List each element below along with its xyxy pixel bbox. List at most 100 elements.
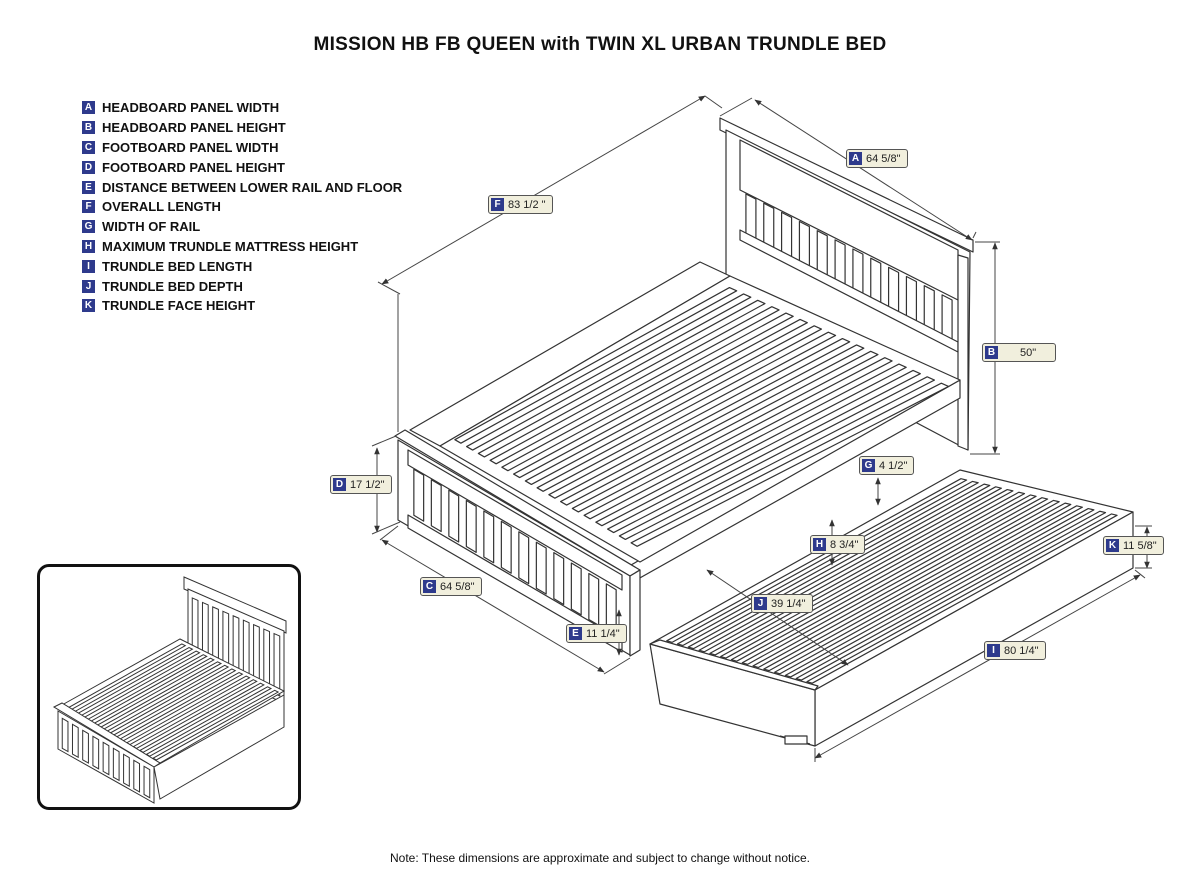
headboard-slat xyxy=(905,275,918,323)
mattress-slat xyxy=(618,376,936,541)
legend-label: HEADBOARD PANEL WIDTH xyxy=(102,100,280,116)
legend-item-a: A HEADBOARD PANEL WIDTH xyxy=(82,98,402,118)
callout-value: 50" xyxy=(1020,346,1037,359)
legend-label: OVERALL LENGTH xyxy=(102,199,221,215)
headboard-slat xyxy=(798,220,811,268)
footboard-slat xyxy=(413,468,425,522)
callout-value: 83 1/2 " xyxy=(508,198,546,211)
footboard-slat xyxy=(553,552,565,606)
footboard-slat xyxy=(465,499,477,553)
legend-item-d: D FOOTBOARD PANEL HEIGHT xyxy=(82,157,402,177)
inset-preview xyxy=(37,564,301,810)
legend-label: TRUNDLE BED LENGTH xyxy=(102,258,253,274)
legend-label: WIDTH OF RAIL xyxy=(102,219,201,235)
mattress-slat xyxy=(501,312,794,472)
footboard-slat xyxy=(483,510,495,564)
mattress-slat xyxy=(583,357,893,520)
headboard-slat xyxy=(852,248,864,295)
callout-value: 39 1/4" xyxy=(771,597,806,610)
headboard-slat xyxy=(834,239,846,286)
callout-e: E 11 1/4" xyxy=(566,624,627,643)
headboard-slat xyxy=(780,211,793,259)
callout-key: B xyxy=(985,346,998,359)
inset-headboard-slat xyxy=(273,632,281,697)
footboard-slat xyxy=(535,541,547,595)
legend-key: C xyxy=(82,140,95,154)
callout-a: A 64 5/8" xyxy=(846,149,908,168)
callout-value: 11 1/4" xyxy=(586,627,620,640)
legend-label: HEADBOARD PANEL HEIGHT xyxy=(102,120,286,136)
mattress-slat xyxy=(571,350,879,513)
inset-footboard-slat xyxy=(112,747,120,782)
inset-mattress-slats xyxy=(66,643,280,761)
footboard-slat xyxy=(588,572,600,626)
legend-label: FOOTBOARD PANEL HEIGHT xyxy=(102,159,285,175)
inset-footboard-slat xyxy=(71,723,79,759)
headboard-slat xyxy=(870,257,882,304)
legend-key: F xyxy=(82,200,95,214)
callout-key: D xyxy=(333,478,346,491)
headboard-slat xyxy=(816,230,828,277)
legend-key: A xyxy=(82,101,95,115)
mattress-slat xyxy=(607,369,921,534)
inset-footboard-slat xyxy=(123,753,130,788)
legend-label: MAXIMUM TRUNDLE MATTRESS HEIGHT xyxy=(102,238,359,254)
legend-key: G xyxy=(82,220,95,234)
legend-item-k: K TRUNDLE FACE HEIGHT xyxy=(82,296,402,316)
callout-value: 64 5/8" xyxy=(866,152,901,165)
callout-key: E xyxy=(569,627,582,640)
mattress-slat xyxy=(454,286,738,444)
legend-label: TRUNDLE FACE HEIGHT xyxy=(102,298,256,314)
footboard-slat xyxy=(430,479,442,533)
legend-key: I xyxy=(82,259,95,273)
mattress-slat xyxy=(595,363,907,527)
inset-mattress-slat xyxy=(152,689,280,761)
headboard-slat xyxy=(745,193,757,240)
callout-f: F 83 1/2 " xyxy=(488,195,553,214)
inset-footboard-slat xyxy=(133,759,141,793)
footboard-slat xyxy=(570,562,582,616)
inset-headboard-slats xyxy=(191,597,281,697)
footboard-slat xyxy=(518,531,530,585)
legend-label: DISTANCE BETWEEN LOWER RAIL AND FLOOR xyxy=(102,179,403,195)
callout-key: F xyxy=(491,198,504,211)
callout-key: I xyxy=(987,644,1000,657)
callout-key: C xyxy=(423,580,436,593)
bed-frame xyxy=(409,261,961,589)
callout-value: 4 1/2" xyxy=(879,459,908,472)
mattress-slat xyxy=(548,337,851,499)
mattress-slat xyxy=(536,331,837,492)
mattress-slat xyxy=(489,306,780,465)
headboard-slat xyxy=(923,285,935,332)
legend-key: K xyxy=(82,299,95,313)
mattress-slats xyxy=(454,286,950,547)
inset-footboard-slat xyxy=(92,735,100,770)
footboard-slat xyxy=(500,520,512,574)
headboard-slat xyxy=(887,266,900,314)
callout-key: A xyxy=(849,152,862,165)
legend-key: D xyxy=(82,160,95,174)
callout-value: 11 5/8" xyxy=(1123,539,1157,552)
inset-bed-drawing xyxy=(52,576,287,804)
legend-item-f: F OVERALL LENGTH xyxy=(82,197,402,217)
callout-value: 8 3/4" xyxy=(830,538,859,551)
headboard-slats xyxy=(745,193,953,341)
inset-footboard-slat xyxy=(82,729,89,764)
disclaimer-note: Note: These dimensions are approximate a… xyxy=(389,851,811,865)
inset-footboard-slats xyxy=(61,717,151,799)
legend-item-g: G WIDTH OF RAIL xyxy=(82,217,402,237)
mattress-slat xyxy=(630,382,950,547)
legend-item-i: I TRUNDLE BED LENGTH xyxy=(82,256,402,276)
headboard-slat xyxy=(763,202,775,249)
